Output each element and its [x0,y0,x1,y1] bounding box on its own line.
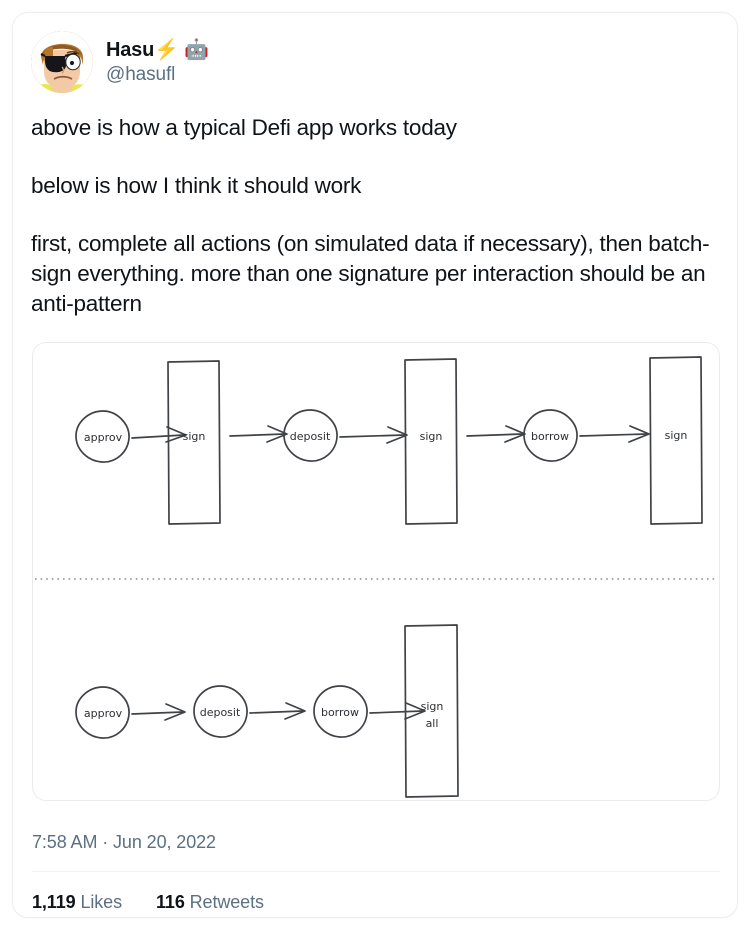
retweets-count: 116 [156,892,185,912]
node-label: deposit [200,706,241,719]
node-sign-2: sign [404,358,458,525]
node-label: sign [665,429,688,442]
top-flow-group: approv sign [75,356,703,525]
arrow-1 [131,426,187,443]
node-label: sign [420,430,443,443]
likes-label: Likes [80,892,122,912]
node-borrow-1: borrow [523,409,578,462]
node-sign-all: sign all [404,624,459,798]
node-label: approv [84,431,123,444]
tweet-stats: 1,119 Likes 116 Retweets [32,892,264,913]
arrow-b2 [249,702,306,720]
robot-emoji-icon: 🤖 [184,38,209,61]
tweet-paragraph-2: below is how I think it should work [31,173,362,198]
author-identity: Hasu⚡ 🤖 @hasufl [106,38,209,87]
display-name-text: Hasu [106,38,155,61]
retweets-stat[interactable]: 116 Retweets [156,892,264,913]
avatar[interactable] [31,31,93,93]
node-approve-2: approv [75,686,130,739]
node-label: borrow [321,706,359,719]
arrow-b3 [369,702,426,720]
tweet-paragraph-3: first, complete all actions (on simulate… [31,231,710,316]
node-deposit-1: deposit [283,409,338,462]
bottom-flow-group: approv deposit [75,624,459,798]
node-label-line2: all [426,717,439,730]
node-label-line1: sign [421,700,444,713]
author-handle[interactable]: @hasufl [106,63,176,85]
tweet-header: Hasu⚡ 🤖 @hasufl [31,31,209,93]
arrow-4 [466,425,526,443]
tweet-card: Hasu⚡ 🤖 @hasufl above is how a typical D… [12,12,738,918]
node-sign-3: sign [649,356,703,525]
display-name[interactable]: Hasu⚡ 🤖 [106,38,209,63]
footer-divider [32,871,720,872]
retweets-label: Retweets [189,892,264,912]
tweet-text: above is how a typical Defi app works to… [31,113,721,319]
node-sign-1: sign [167,360,221,525]
node-approve-1: approv [75,410,130,463]
node-label: borrow [531,430,569,443]
bolt-emoji-icon: ⚡ [154,38,179,61]
likes-stat[interactable]: 1,119 Likes [32,892,122,913]
arrow-b1 [131,703,186,721]
node-deposit-2: deposit [193,685,248,738]
node-label: deposit [290,430,331,443]
node-label: sign [183,430,206,443]
node-borrow-2: borrow [313,685,368,738]
node-label: approv [84,707,123,720]
likes-count: 1,119 [32,892,76,912]
arrow-5 [579,425,650,443]
arrow-2 [229,425,288,443]
tweet-paragraph-1: above is how a typical Defi app works to… [31,115,457,140]
tweet-timestamp[interactable]: 7:58 AM · Jun 20, 2022 [32,832,216,852]
arrow-3 [339,426,408,444]
